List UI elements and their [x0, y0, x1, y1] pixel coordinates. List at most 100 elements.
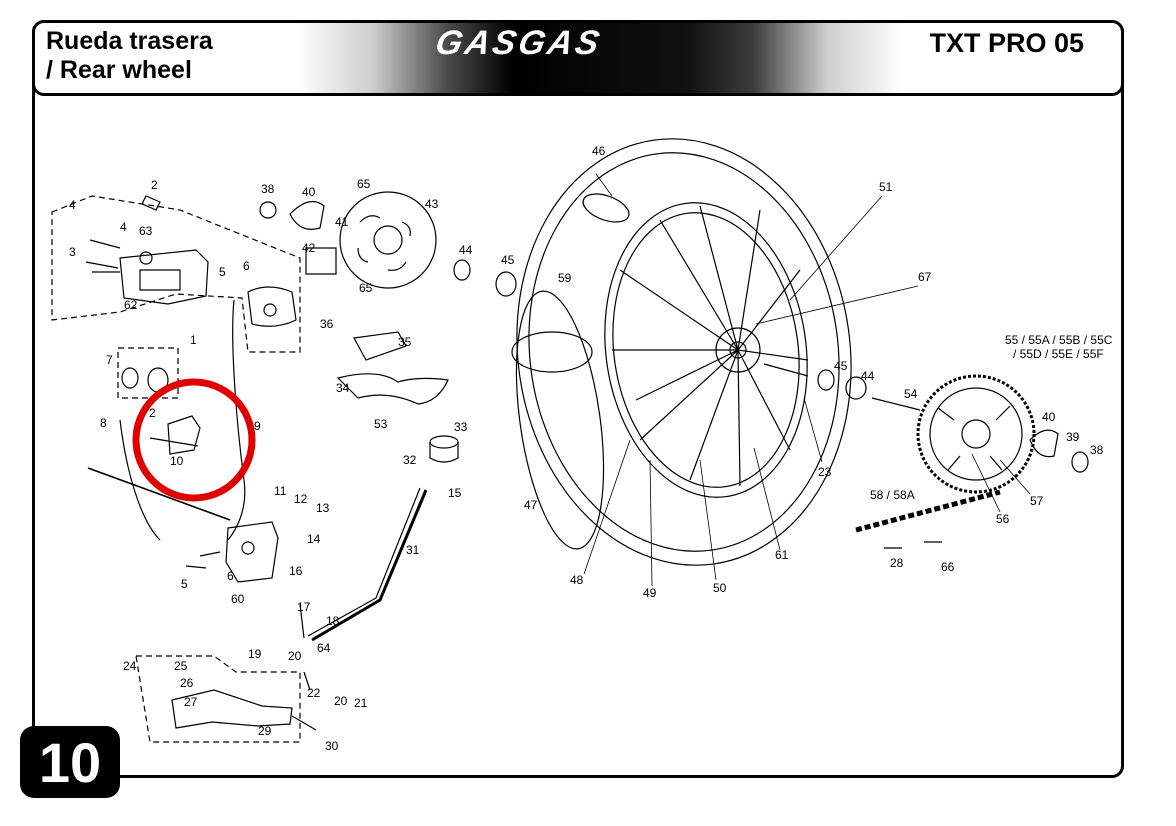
master-cylinder-icon	[307, 435, 459, 642]
callout-lines	[583, 173, 1031, 587]
callout-31: 31	[406, 543, 420, 557]
callout-5-bottom: 5	[181, 577, 188, 591]
callout-67: 67	[918, 270, 932, 284]
brake-disc-icon	[339, 191, 437, 289]
brake-line	[119, 419, 161, 541]
callout-51: 51	[879, 180, 893, 194]
callout-14: 14	[307, 532, 321, 546]
callout-23: 23	[818, 465, 832, 479]
callout-36: 36	[320, 317, 334, 331]
header-band	[32, 20, 1124, 96]
sprocket-guard-icon	[259, 200, 337, 275]
hub-spacer-icon	[453, 259, 517, 297]
callout-4-inner: 4	[120, 220, 127, 234]
callout-9: 9	[254, 419, 261, 433]
callout-60: 60	[231, 592, 245, 606]
title-spanish: Rueda trasera	[46, 27, 213, 55]
callout-2-top: 2	[151, 178, 158, 192]
callout-42: 42	[302, 241, 316, 255]
rear-sprocket-icon	[916, 374, 1036, 494]
lower-caliper-icon	[185, 521, 279, 583]
callout-4-outer: 4	[69, 198, 76, 212]
callout-34: 34	[336, 381, 350, 395]
callout-44-right: 44	[861, 369, 875, 383]
callout-8: 8	[100, 416, 107, 430]
callout-50: 50	[713, 581, 727, 595]
callout-64: 64	[317, 641, 331, 655]
drawing-frame	[32, 20, 1124, 778]
callout-1: 1	[190, 333, 197, 347]
callout-55: 55 / 55A / 55B / 55C	[1005, 333, 1113, 347]
callout-30: 30	[325, 739, 339, 753]
callout-58: 58 / 58A	[870, 488, 915, 502]
callout-12: 12	[294, 492, 308, 506]
callout-56: 56	[996, 512, 1010, 526]
callout-3: 3	[69, 245, 76, 259]
callout-19: 19	[248, 647, 262, 661]
callout-27: 27	[184, 695, 198, 709]
callout-6-bottom: 6	[227, 569, 234, 583]
callout-45-right: 45	[834, 359, 848, 373]
callout-40-right: 40	[1042, 410, 1056, 424]
bracket-icon	[353, 331, 407, 361]
callout-6-top: 6	[243, 259, 250, 273]
page-title: Rueda trasera / Rear wheel	[46, 27, 213, 85]
callout-labels: 46 51 67 59 47 48 49 50 61 23 45 44 54 5…	[69, 144, 1113, 753]
callout-11: 11	[274, 484, 287, 498]
callout-21: 21	[354, 696, 368, 710]
callout-20-lower: 20	[334, 694, 348, 708]
drive-chain-icon	[855, 489, 1001, 549]
axle-rod	[87, 467, 231, 521]
callout-28: 28	[890, 556, 904, 570]
callout-16: 16	[289, 564, 303, 578]
callout-7: 7	[106, 353, 113, 367]
brake-caliper-icon	[85, 195, 297, 327]
callout-41: 41	[335, 215, 349, 229]
callout-44-left: 44	[459, 243, 473, 257]
callout-29: 29	[258, 724, 272, 738]
brake-hose	[227, 299, 246, 541]
callout-43: 43	[425, 197, 439, 211]
callout-66: 66	[941, 560, 955, 574]
callout-63: 63	[139, 224, 153, 238]
callout-46: 46	[592, 144, 606, 158]
callout-24: 24	[123, 659, 137, 673]
callout-38-right: 38	[1090, 443, 1104, 457]
callout-32: 32	[403, 453, 417, 467]
callout-38-left: 38	[261, 182, 275, 196]
callout-40-left: 40	[302, 185, 316, 199]
callout-54: 54	[904, 387, 918, 401]
chain-guard-icon	[336, 373, 449, 405]
callout-61: 61	[775, 548, 789, 562]
brake-pedal-icon	[171, 603, 317, 731]
callout-62: 62	[124, 298, 138, 312]
callout-48: 48	[570, 573, 584, 587]
title-english: / Rear wheel	[46, 56, 192, 84]
callout-15: 15	[448, 486, 462, 500]
callout-53: 53	[374, 417, 388, 431]
callout-39: 39	[1066, 430, 1080, 444]
callout-59: 59	[558, 271, 572, 285]
callout-47: 47	[524, 498, 538, 512]
callout-57: 57	[1030, 494, 1044, 508]
callout-65-top: 65	[357, 177, 371, 191]
callout-13: 13	[316, 501, 330, 515]
callout-35: 35	[398, 335, 412, 349]
callout-5-top: 5	[219, 265, 226, 279]
callout-18: 18	[326, 614, 340, 628]
callout-25: 25	[174, 659, 188, 673]
model-name: TXT PRO 05	[929, 28, 1084, 58]
callout-49: 49	[643, 586, 657, 600]
page-number-tab: 10	[20, 726, 120, 798]
rear-axle-icon	[763, 363, 921, 411]
highlight-circle	[132, 378, 256, 502]
page-number: 10	[38, 731, 102, 794]
brake-caliper-group	[51, 195, 301, 743]
callout-26: 26	[180, 676, 194, 690]
sprocket-nuts-icon	[1029, 429, 1089, 473]
callout-45-left: 45	[501, 253, 515, 267]
callout-33: 33	[454, 420, 468, 434]
callout-2-lower: 2	[149, 406, 156, 420]
callout-55d: / 55D / 55E / 55F	[1013, 347, 1104, 361]
